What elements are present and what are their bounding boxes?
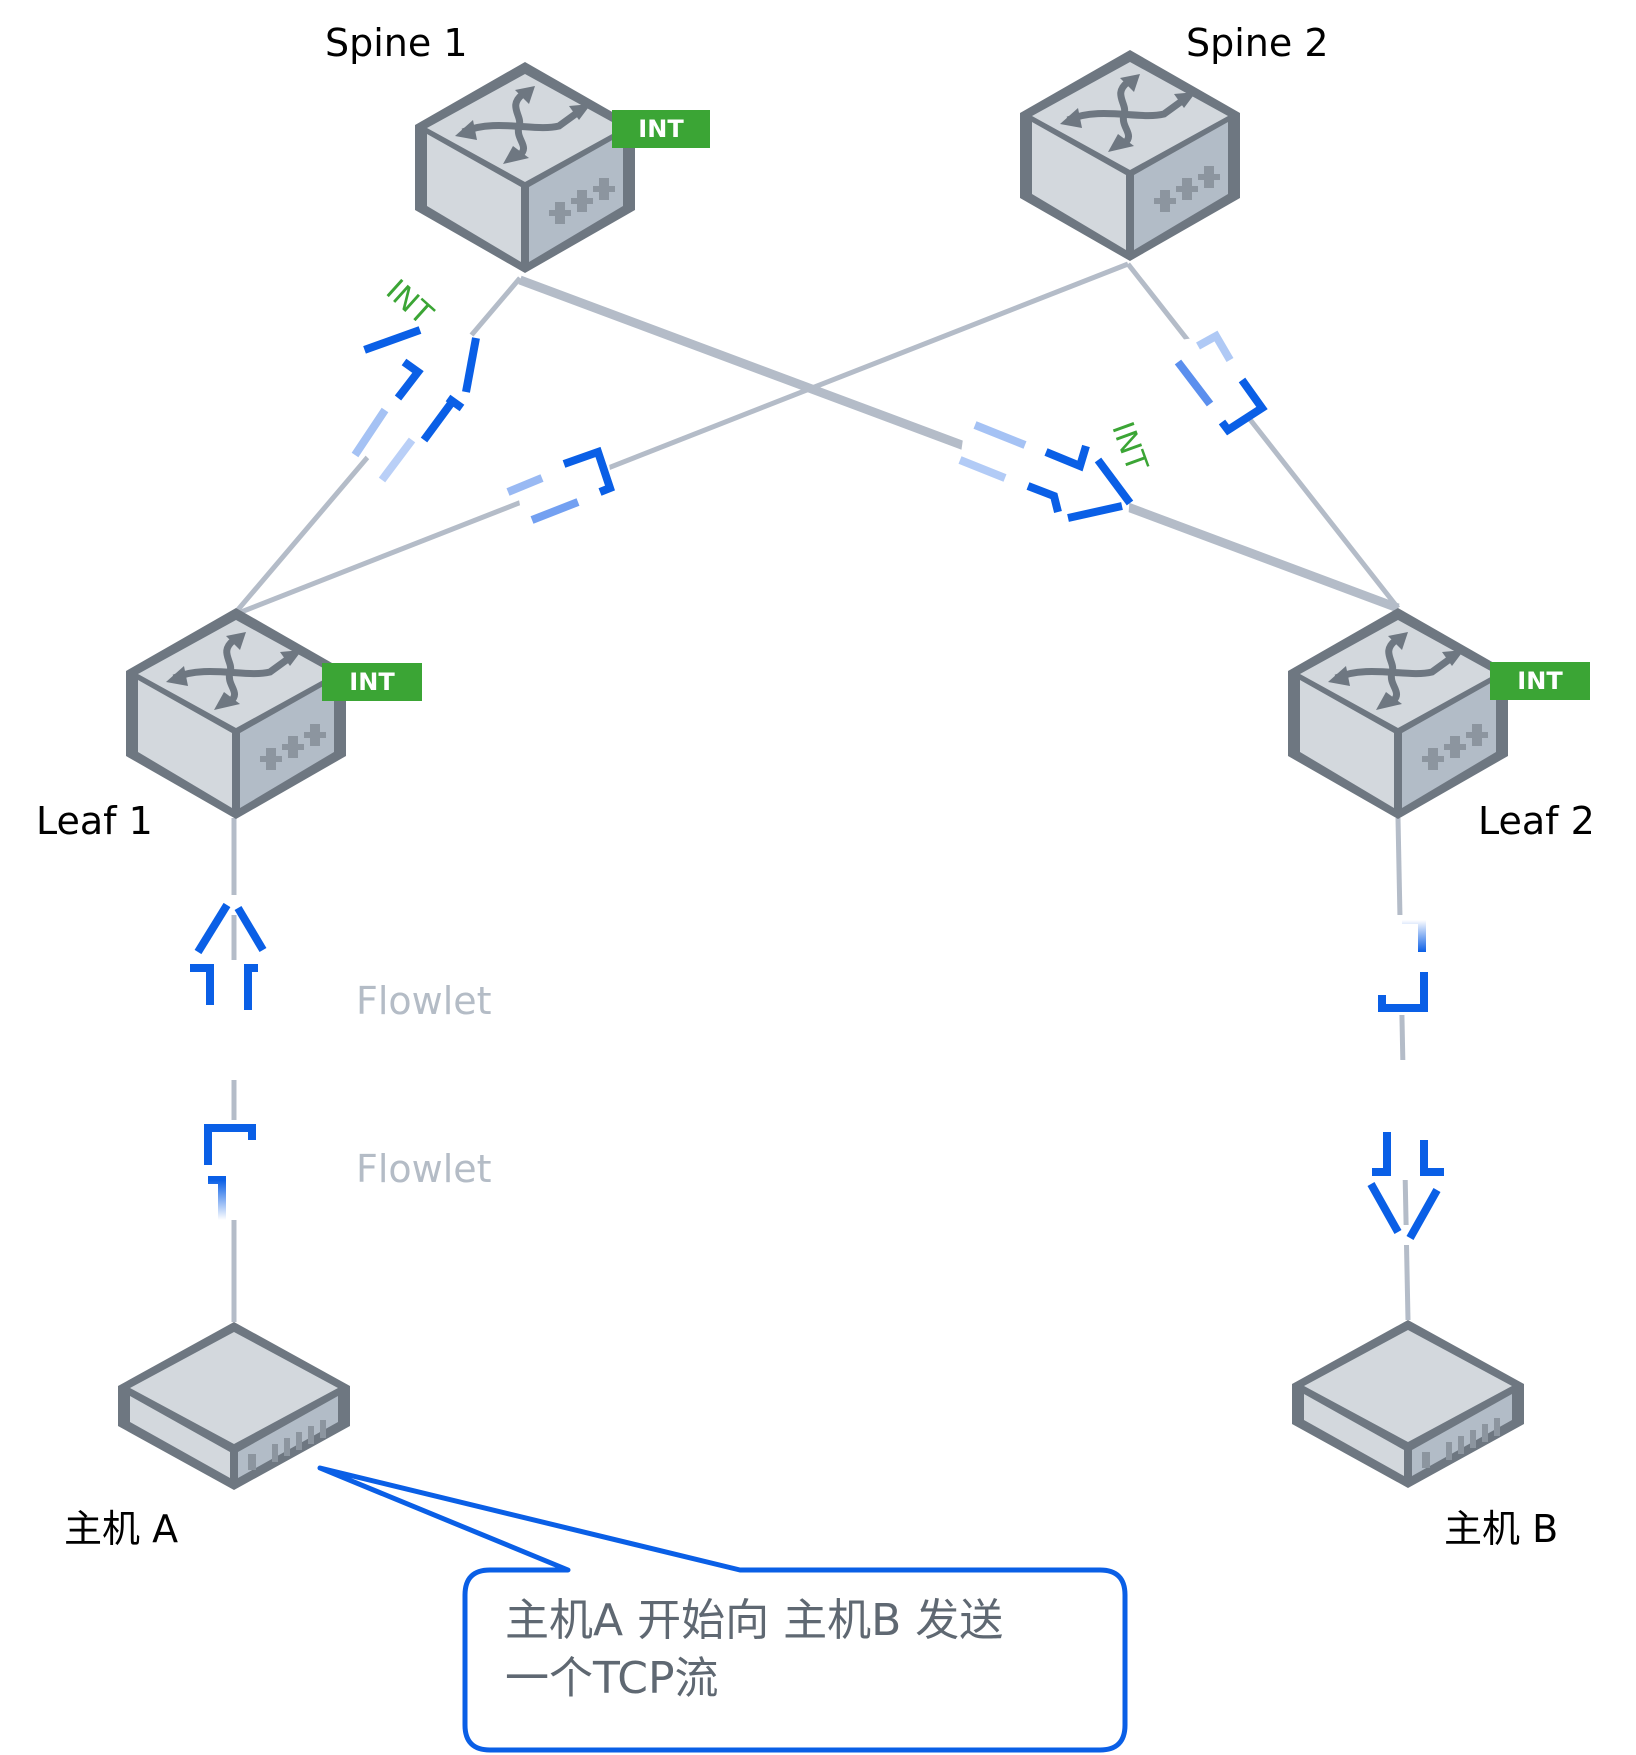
link-spine2-leaf1 [235,261,1129,617]
spine1-label: Spine 1 [325,21,468,65]
hostB-label: 主机 B [1444,1507,1559,1551]
callout-text: 主机A 开始向 主机B 发送 一个TCP流 [505,1592,1085,1708]
link-spine1-leaf2 [518,275,1400,613]
flow-arrow-leaf1-up [190,895,267,1220]
callout-line-1: 主机A 开始向 主机B 发送 [505,1595,1004,1646]
leaf2-int-badge: INT [1490,662,1590,700]
hostB-server-icon[interactable] [1292,1320,1524,1488]
spine1-switch-icon[interactable] [415,62,635,273]
link-spine2-leaf2 [1126,262,1400,610]
leaf2-label: Leaf 2 [1478,799,1595,843]
spine2-switch-icon[interactable] [1020,50,1240,261]
flow-arrow-leaf2-hostB [1367,915,1444,1245]
flow-packet-leaf1-spine2 [506,440,615,530]
flowlet-label-2: Flowlet [356,1147,492,1191]
flow-arrow-leaf1-spine1 [351,320,480,483]
callout-line-2: 一个TCP流 [505,1653,719,1704]
leaf1-label: Leaf 1 [36,799,153,843]
flowlet-label-1: Flowlet [356,979,492,1023]
callout-bubble [317,1465,1128,1753]
spine2-label: Spine 2 [1186,21,1329,65]
leaf2-switch-icon[interactable] [1288,608,1508,819]
hostA-label: 主机 A [64,1507,179,1551]
spine1-int-badge: INT [612,110,710,148]
leaf1-int-badge: INT [322,663,422,701]
flow-packet-spine2-leaf2 [1174,330,1268,436]
leaf1-switch-icon[interactable] [126,608,346,819]
hostA-server-icon[interactable] [118,1322,350,1490]
flow-arrow-spine1-leaf2 [958,421,1134,522]
